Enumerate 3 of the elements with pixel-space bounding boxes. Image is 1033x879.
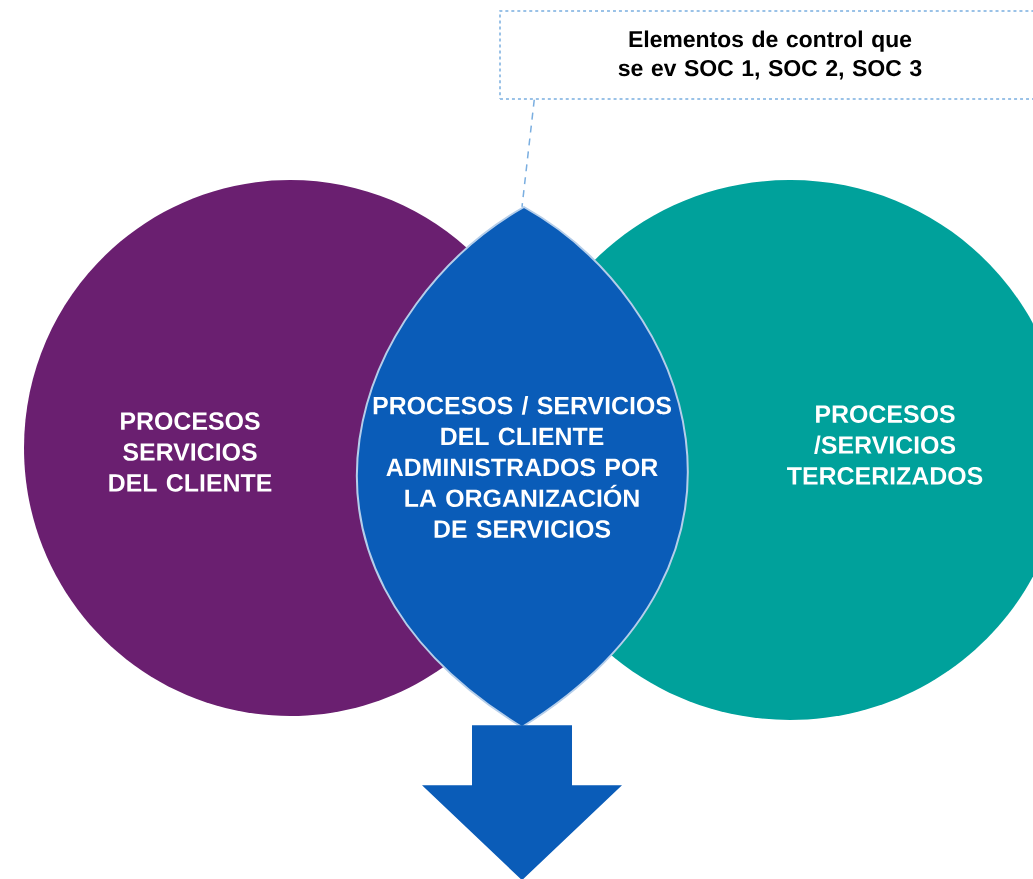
leader-line (521, 99, 535, 208)
arrow (422, 725, 622, 879)
callout-box: Elementos de control que se ev SOC 1, SOC 2, SOC 3 (499, 10, 1033, 100)
